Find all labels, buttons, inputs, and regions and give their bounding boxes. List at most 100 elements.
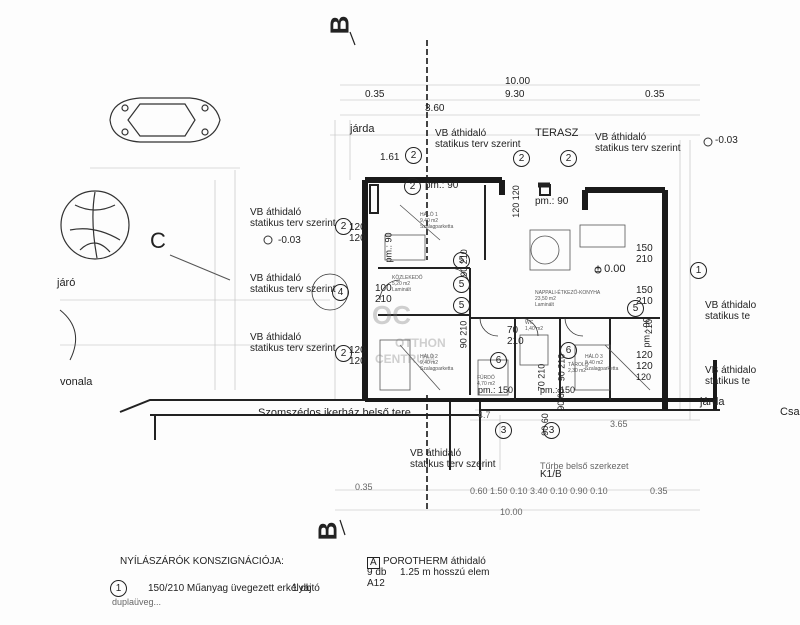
door-type-marker: 1 <box>690 262 707 279</box>
legend-right-text: 1.25 m hosszú elem <box>400 567 490 578</box>
dim-label: 0.60 1.50 0.10 3.40 0.10 0.90 0.10 <box>470 486 608 496</box>
pm-label: pm.: 150 <box>478 385 514 395</box>
label-bottom-hint: Tűrbe belső szerkezet <box>540 461 629 471</box>
section-arrows <box>339 31 356 536</box>
door-type-marker: 6 <box>560 342 577 359</box>
opening-size: 120 120 <box>510 185 521 218</box>
door-type-marker: 2 <box>513 150 530 167</box>
dim-360: 3.60 <box>425 103 445 114</box>
dim-035-right: 0.35 <box>645 89 665 100</box>
door-type-marker: 3 <box>495 422 512 439</box>
door-type-marker: 2 <box>560 150 577 167</box>
legend-item-1-qty: 1 db <box>292 583 312 594</box>
watermark-logo: OC <box>372 300 411 330</box>
label-jarda-top: járda <box>350 123 375 135</box>
dim-label: 0.35 <box>355 482 373 492</box>
legend-right-qty: 9 db <box>367 567 387 578</box>
opening-size: 70 210 <box>536 363 547 392</box>
opening-size: 90 210 <box>458 320 469 349</box>
door-type-marker: 2 <box>404 178 421 195</box>
dim-label: 10.00 <box>500 507 523 517</box>
section-marker-b-bottom: B <box>312 521 343 541</box>
door-type-marker: 2 <box>335 345 352 362</box>
legend-right-code: A12 <box>367 578 385 589</box>
dim-label: 3.65 <box>610 419 628 429</box>
section-marker-c: C <box>150 228 166 253</box>
opening-size: 90 60 <box>555 388 566 411</box>
door-type-marker: 5 <box>453 297 470 314</box>
level-markers <box>263 137 713 274</box>
door-type-marker: 4 <box>332 284 349 301</box>
door-type-marker: 5 <box>627 300 644 317</box>
watermark-line1: OTTHON <box>395 336 446 350</box>
door-type-marker: 5 <box>453 252 470 269</box>
label-neighbor: Szomszédos ikerház belső tere <box>258 407 411 419</box>
label-jarda-right: járda <box>700 396 725 408</box>
legend-item-1-cut: duplaüveg... <box>112 597 162 607</box>
opening-size: 210 <box>644 318 655 335</box>
legend-item-marker: 1 <box>110 580 127 597</box>
dim-total-top: 10.00 <box>505 76 531 87</box>
legend-title: NYÍLÁSZÁRÓK KONSZIGNÁCIÓJA: <box>120 556 284 567</box>
guide-lines <box>60 84 700 511</box>
interior-walls <box>369 182 660 400</box>
door-type-marker: 5 <box>453 276 470 293</box>
pm-label: pm.: 90 <box>535 196 569 207</box>
furniture <box>379 204 651 396</box>
section-line-c <box>169 254 231 281</box>
legend-right-tag: A <box>367 557 380 569</box>
label-vonala: vonala <box>60 376 93 388</box>
dim-161: 1.61 <box>380 152 400 163</box>
exterior-walls <box>362 177 717 410</box>
pm-label: pm.: 90 <box>425 180 459 191</box>
legend-right-title: POROTHERM áthidaló <box>383 556 486 567</box>
section-marker-b-top: B <box>324 15 355 35</box>
label-jaro: járó <box>57 277 76 289</box>
dim-035-top: 0.35 <box>365 89 385 100</box>
dim-930: 9.30 <box>505 89 525 100</box>
door-type-marker: 6 <box>490 352 507 369</box>
opening-size: 120 <box>636 372 652 382</box>
tree-icon-partial <box>59 309 77 361</box>
pm-label: pm.: 150 <box>540 385 576 395</box>
dim-label: 4.7 <box>478 410 491 420</box>
tree-icon <box>60 190 130 260</box>
car-icon <box>109 97 221 143</box>
level-label: -0.03 <box>715 135 738 146</box>
legend-item-1-text: 150/210 Műanyag üvegezett erkélyajtó <box>148 583 320 594</box>
watermark-line2: CENTRUM <box>375 352 435 366</box>
pm-label: pm.: 90 <box>383 232 394 263</box>
level-label: ± 0.00 <box>595 263 626 275</box>
level-label: -0.03 <box>278 235 301 246</box>
label-csa: Csa <box>780 406 800 418</box>
door-type-marker: 3 <box>543 422 560 439</box>
door-type-marker: 2 <box>335 218 352 235</box>
door-type-marker: 2 <box>405 147 422 164</box>
label-k1b: K1/B <box>540 469 562 480</box>
label-terasz: TERASZ <box>535 127 579 139</box>
